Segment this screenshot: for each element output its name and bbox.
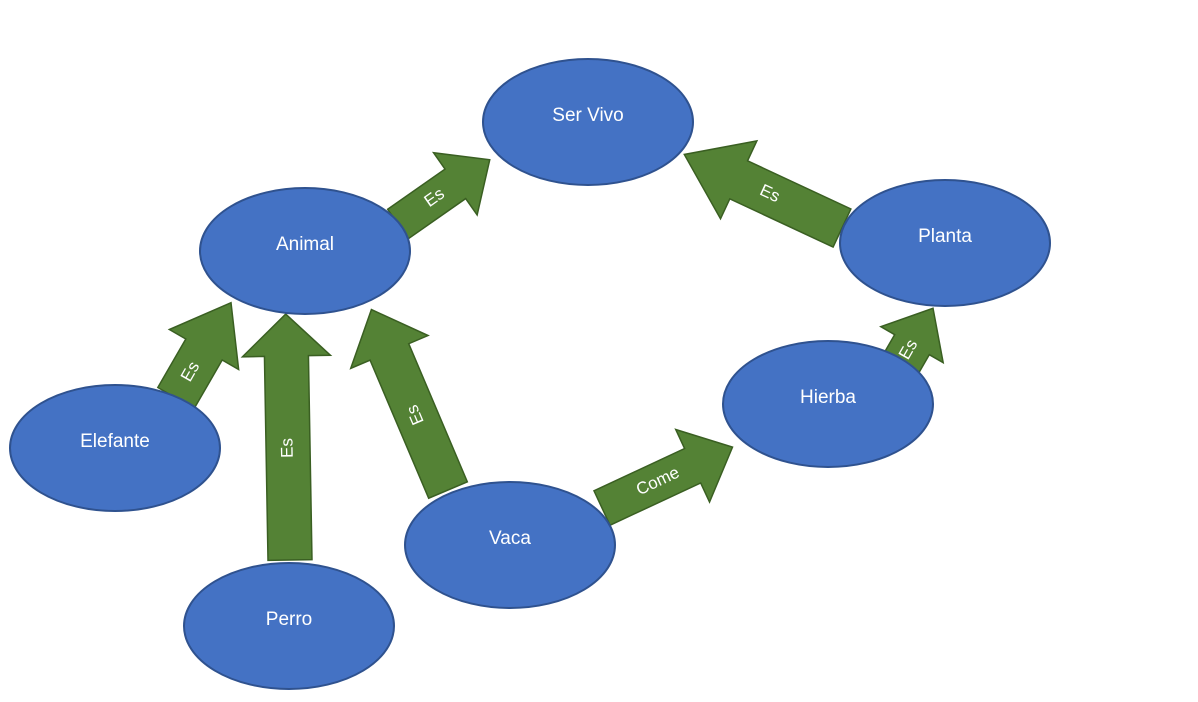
node-animal: Animal: [199, 187, 411, 315]
arrow-animal-ser-vivo: Es: [386, 151, 491, 240]
node-label: Planta: [918, 226, 972, 247]
arrow-label: Es: [277, 438, 296, 458]
node-label: Ser Vivo: [552, 105, 623, 126]
node-label: Elefante: [80, 431, 150, 452]
node-hierba: Hierba: [722, 340, 934, 468]
node-label: Animal: [276, 234, 334, 255]
arrow-elefante-animal: Es: [156, 301, 240, 410]
node-label: Vaca: [489, 528, 531, 549]
node-perro: Perro: [183, 562, 395, 690]
arrow-vaca-hierba: Come: [592, 428, 734, 527]
node-planta: Planta: [839, 179, 1051, 307]
node-label: Perro: [266, 609, 312, 630]
node-elefante: Elefante: [9, 384, 221, 512]
arrow-planta-ser-vivo: Es: [683, 139, 852, 249]
node-vaca: Vaca: [404, 481, 616, 609]
arrow-perro-animal: Es: [240, 313, 333, 562]
arrow-vaca-animal: Es: [349, 308, 469, 500]
node-ser-vivo: Ser Vivo: [482, 58, 694, 186]
node-label: Hierba: [800, 387, 856, 408]
